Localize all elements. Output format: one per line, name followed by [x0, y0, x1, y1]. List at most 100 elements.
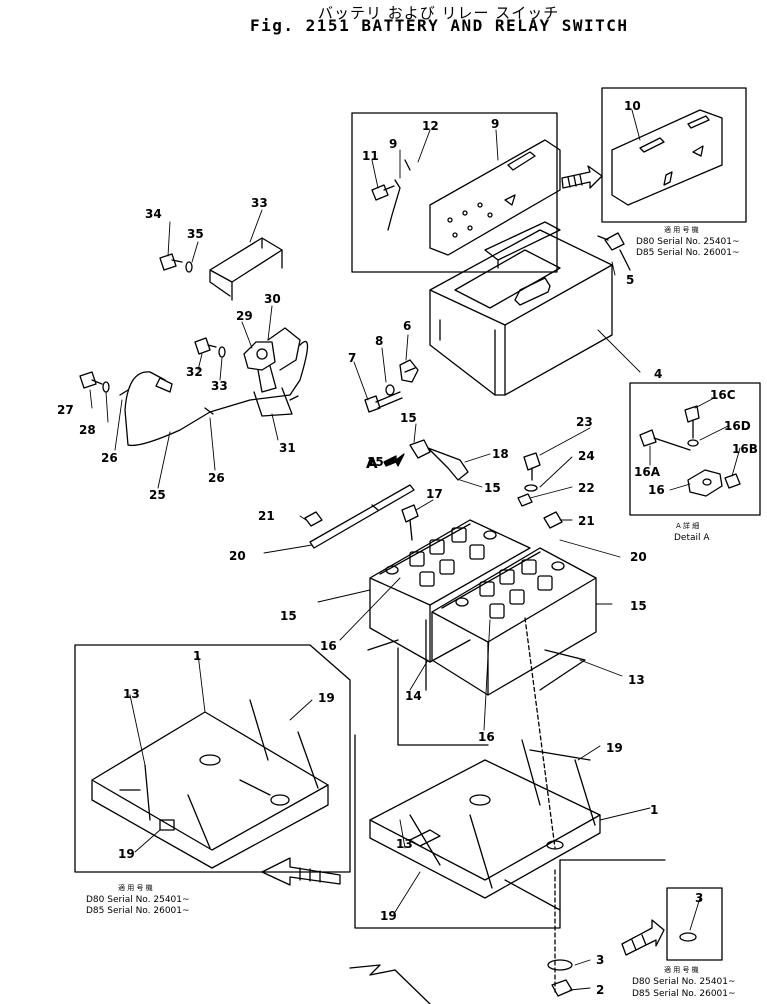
battery-15-left: [369, 519, 531, 663]
callout: 13: [396, 837, 413, 851]
callout: 20: [630, 550, 647, 564]
nut-21-right: [543, 511, 563, 529]
serial-note-line: D85 Serial No. 26001~: [86, 906, 190, 916]
battery-15-right: [431, 547, 597, 696]
callout: 30: [264, 292, 281, 306]
callout: 16: [320, 639, 337, 653]
bolt-5: [597, 232, 631, 271]
inset-box-right: [601, 87, 747, 223]
callout: 10: [624, 99, 641, 113]
callout: 24: [578, 449, 595, 463]
inset-box-bottom-left: [74, 644, 351, 873]
bolt-32: [194, 337, 217, 355]
callout: 16A: [634, 465, 661, 479]
callout: 33: [211, 379, 228, 393]
view-a-arrow: [383, 453, 405, 467]
serial-note-jp: 適 用 号 機: [118, 883, 153, 892]
serial-note-jp: 適 用 号 機: [664, 965, 699, 974]
callout: 16C: [710, 388, 736, 402]
cable-25: [119, 340, 309, 447]
callout: 19: [606, 741, 623, 755]
serial-note-line: D80 Serial No. 25401~: [632, 977, 736, 987]
callout: 12: [422, 119, 439, 133]
callout: 26: [208, 471, 225, 485]
callout: 33: [251, 196, 268, 210]
callout: 35: [187, 227, 204, 241]
callout: 3: [596, 953, 604, 967]
nut-2-washer-3: [547, 959, 573, 997]
bolt-17: [401, 504, 419, 541]
callout: 16: [478, 730, 495, 744]
detail-a-box: [629, 382, 761, 516]
detail-arrow-label: A: [366, 454, 378, 472]
inset-box-washer: [621, 887, 723, 961]
callout: 13: [123, 687, 140, 701]
callout: 16D: [724, 419, 751, 433]
callout-labels: 12 9 11 9 10 34 35 33 5 4 6 8 7 29 30 31…: [57, 99, 758, 997]
nut-21-left: [304, 511, 323, 527]
frame-edge: [349, 879, 561, 1004]
washer-8: [385, 384, 395, 396]
relay-switch-29: [243, 327, 301, 393]
serial-note-line: D85 Serial No. 26001~: [632, 989, 736, 999]
callout: 15: [484, 481, 501, 495]
serial-note-line: D85 Serial No. 26001~: [636, 248, 740, 258]
bolt-27: [79, 371, 103, 389]
callout: 19: [118, 847, 135, 861]
bar-20: [309, 484, 415, 549]
callout: 1: [193, 649, 201, 663]
callout: 9: [491, 117, 499, 131]
callout: 11: [362, 149, 379, 163]
washer-33: [218, 346, 226, 358]
callout: 22: [578, 481, 595, 495]
inset-box-top: [351, 112, 561, 273]
washer-24: [524, 484, 538, 492]
bracket-31: [253, 387, 299, 417]
callout: 15: [630, 599, 647, 613]
callout: 23: [576, 415, 593, 429]
serial-note-jp: 適 用 号 機: [664, 225, 699, 234]
callout: 14: [405, 689, 422, 703]
nut-22: [517, 493, 533, 507]
callout: 5: [626, 273, 634, 287]
battery-tray-right: [354, 617, 666, 993]
callout: 19: [380, 909, 397, 923]
hatched-arrow-left: [261, 857, 341, 886]
serial-note-line: D80 Serial No. 25401~: [86, 895, 190, 905]
callout: 16: [648, 483, 665, 497]
notes: A 詳 細 Detail A 適 用 号 機 D80 Serial No. 25…: [86, 225, 740, 999]
terminal-cable-18: [409, 439, 469, 481]
washer-28: [102, 381, 110, 393]
callout: 34: [145, 207, 162, 221]
figure-title: Fig. 2151 BATTERY AND RELAY SWITCH: [250, 16, 629, 35]
callout: 21: [578, 514, 595, 528]
callout: 20: [229, 549, 246, 563]
leader-lines: [89, 109, 741, 991]
bracket-34: [209, 237, 283, 301]
washer-36: [185, 261, 193, 273]
callout: 1: [650, 803, 658, 817]
callout: 19: [318, 691, 335, 705]
callout: 7: [348, 351, 356, 365]
hatched-arrow-right: [561, 165, 603, 189]
bolt-7: [364, 391, 403, 413]
detail-a-label: Detail A: [674, 533, 710, 543]
clamp-6: [399, 359, 419, 383]
bolt-35: [159, 253, 183, 271]
callout: 8: [375, 334, 383, 348]
battery-cover: [429, 221, 613, 396]
callout: 13: [628, 673, 645, 687]
callout: 16B: [732, 442, 758, 456]
callout: 29: [236, 309, 253, 323]
callout: 27: [57, 403, 74, 417]
callout: 25: [149, 488, 166, 502]
callout: 17: [426, 487, 443, 501]
callout: 32: [186, 365, 203, 379]
callout: 18: [492, 447, 509, 461]
title-japanese: バッテリ および リレー スイッチ: [318, 4, 560, 22]
callout: 3: [695, 891, 703, 905]
detail-a-label-jp: A 詳 細: [676, 521, 699, 530]
callout: 28: [79, 423, 96, 437]
